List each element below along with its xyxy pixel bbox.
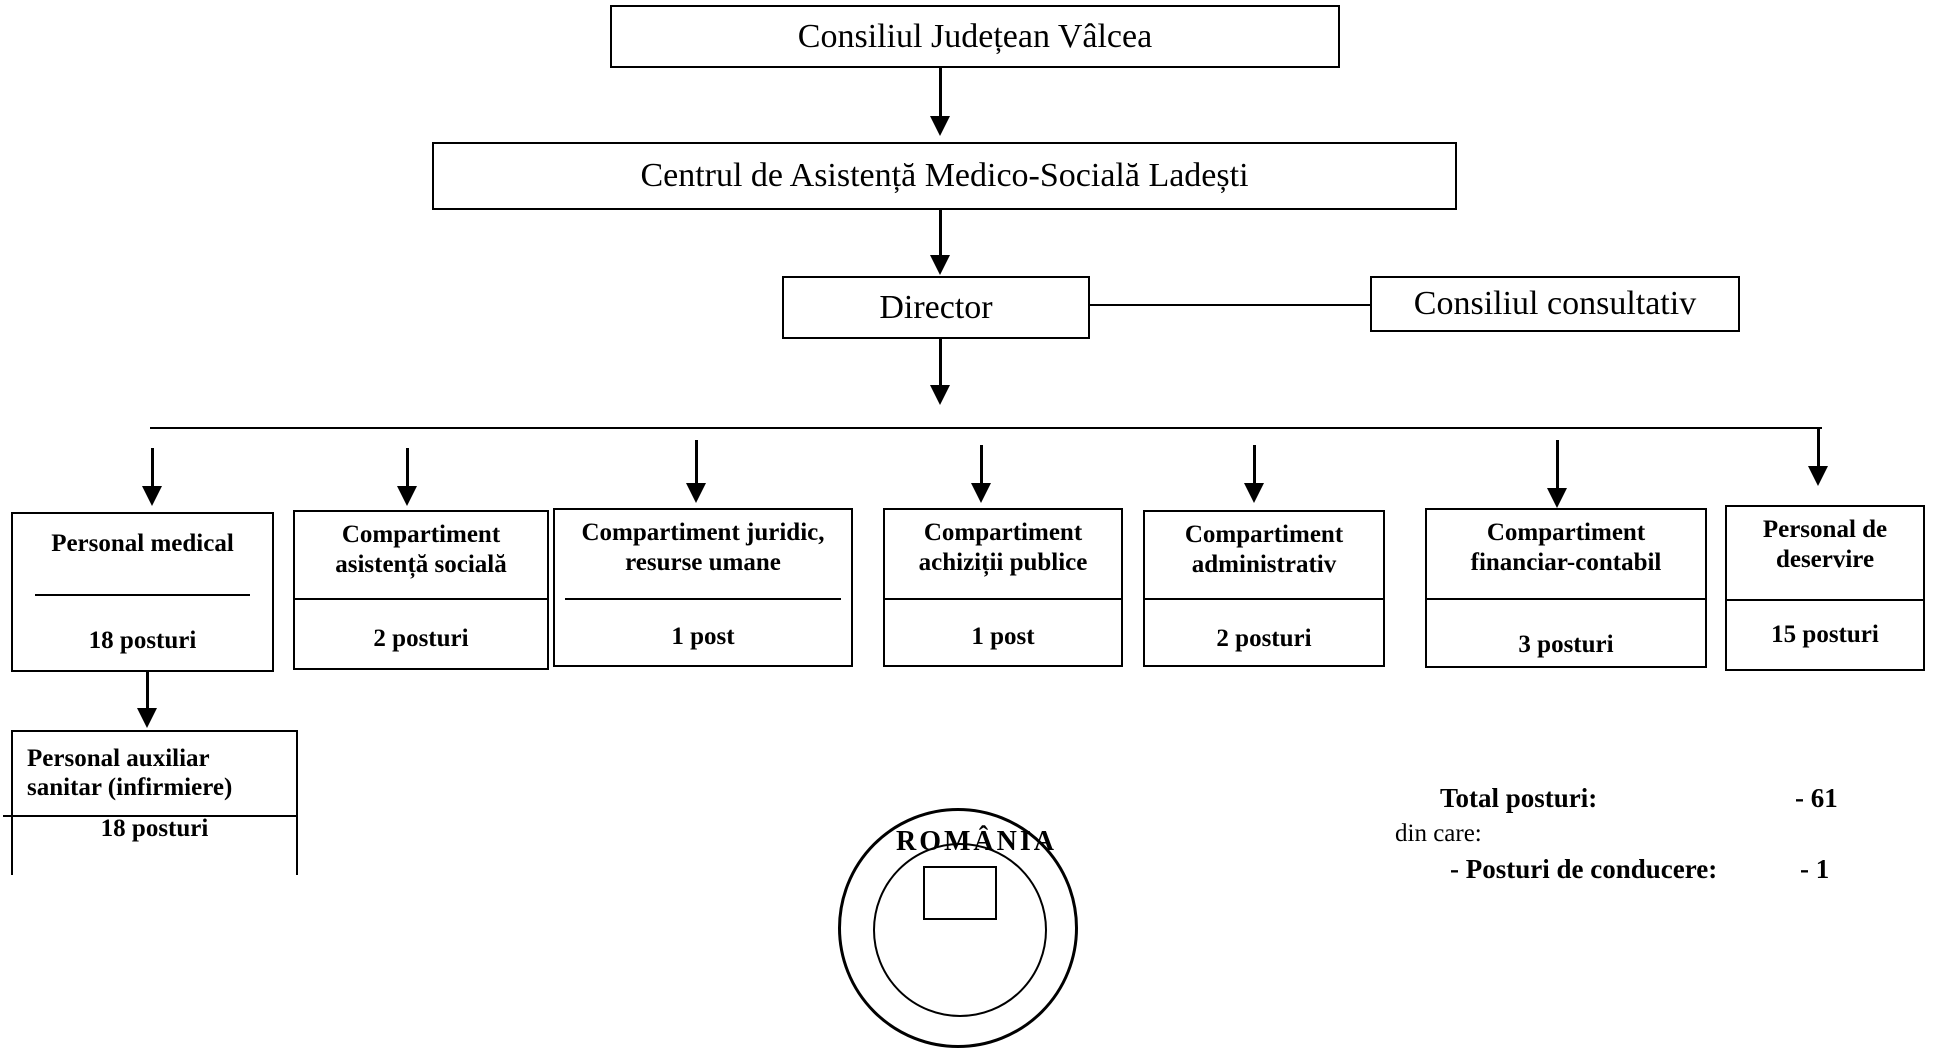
director-label: Director [879,288,993,326]
arrow-down [137,708,157,728]
department-posts: 2 posturi [1216,625,1312,652]
divider [565,598,841,600]
advisory-box: Consiliul consultativ [1370,276,1740,332]
coat-of-arms-icon [923,866,997,920]
department-name: Compartiment administrativ [1184,521,1344,578]
arrow-down [1808,466,1828,486]
connector [1253,445,1256,485]
arrow-down [1547,488,1567,508]
council-label: Consiliul Județean Vâlcea [797,17,1153,55]
connector [406,448,409,488]
department-name: Personal de deservire [1762,516,1888,573]
arrow-down [397,486,417,506]
arrow-down [971,483,991,503]
connector [939,210,942,257]
advisory-label: Consiliul consultativ [1413,285,1697,322]
arrow-down [930,116,950,136]
department-bus [150,427,1822,429]
divider [3,815,298,817]
department-box: Compartiment asistență socială 2 posturi [293,510,549,670]
department-posts: 15 posturi [1771,621,1879,648]
arrow-down [930,385,950,405]
department-box: Compartiment financiar-contabil 3 postur… [1425,508,1707,668]
leadership-label: - Posturi de conducere: [1450,854,1718,884]
department-name: Compartiment achiziții publice [918,519,1088,576]
department-posts: 1 post [671,623,735,650]
auxiliary-name: Personal auxiliar sanitar (infirmiere) [27,745,233,801]
center-box: Centrul de Asistență Medico-Socială Lade… [432,142,1457,210]
department-box: Personal de deservire 15 posturi [1725,505,1925,671]
department-name: Compartiment asistență socială [335,521,507,578]
divider [295,598,547,600]
department-posts: 1 post [971,623,1035,650]
department-posts: 2 posturi [373,625,469,652]
divider [1427,598,1705,600]
director-advisory-link [1090,304,1370,306]
council-box: Consiliul Județean Vâlcea [610,5,1340,68]
divider [35,594,250,596]
connector [980,445,983,485]
arrow-down [930,255,950,275]
total-label: Total posturi: [1440,783,1598,813]
leadership-value: - 1 [1800,854,1830,884]
connector [939,68,942,118]
department-box: Compartiment juridic, resurse umane 1 po… [553,508,853,667]
total-value: - 61 [1795,783,1838,813]
auxiliary-posts: 18 posturi [100,815,209,842]
department-name: Personal medical [51,530,234,557]
department-posts: 18 posturi [88,627,197,654]
department-box: Compartiment administrativ 2 posturi [1143,510,1385,667]
divider [1145,598,1383,600]
arrow-down [1244,483,1264,503]
official-stamp: ROMÂNIA [838,808,1078,1048]
department-name: Compartiment juridic, resurse umane [581,519,825,576]
connector [1817,428,1820,468]
connector [695,440,698,485]
department-box: Compartiment achiziții publice 1 post [883,508,1123,667]
of-which-label: din care: [1395,820,1482,847]
connector [1556,440,1559,490]
department-name: Compartiment financiar-contabil [1470,519,1662,576]
director-box: Director [782,276,1090,339]
department-box: Personal medical 18 posturi [11,512,274,672]
connector [146,672,149,710]
divider [885,598,1121,600]
connector [939,339,942,389]
connector [151,448,154,488]
totals-block: Total posturi: - 61 din care: - Posturi … [1395,780,1895,884]
auxiliary-box: Personal auxiliar sanitar (infirmiere) 1… [3,730,298,875]
arrow-down [142,486,162,506]
department-posts: 3 posturi [1518,631,1614,658]
divider [1727,599,1923,601]
arrow-down [686,483,706,503]
center-label: Centrul de Asistență Medico-Socială Lade… [640,157,1249,194]
